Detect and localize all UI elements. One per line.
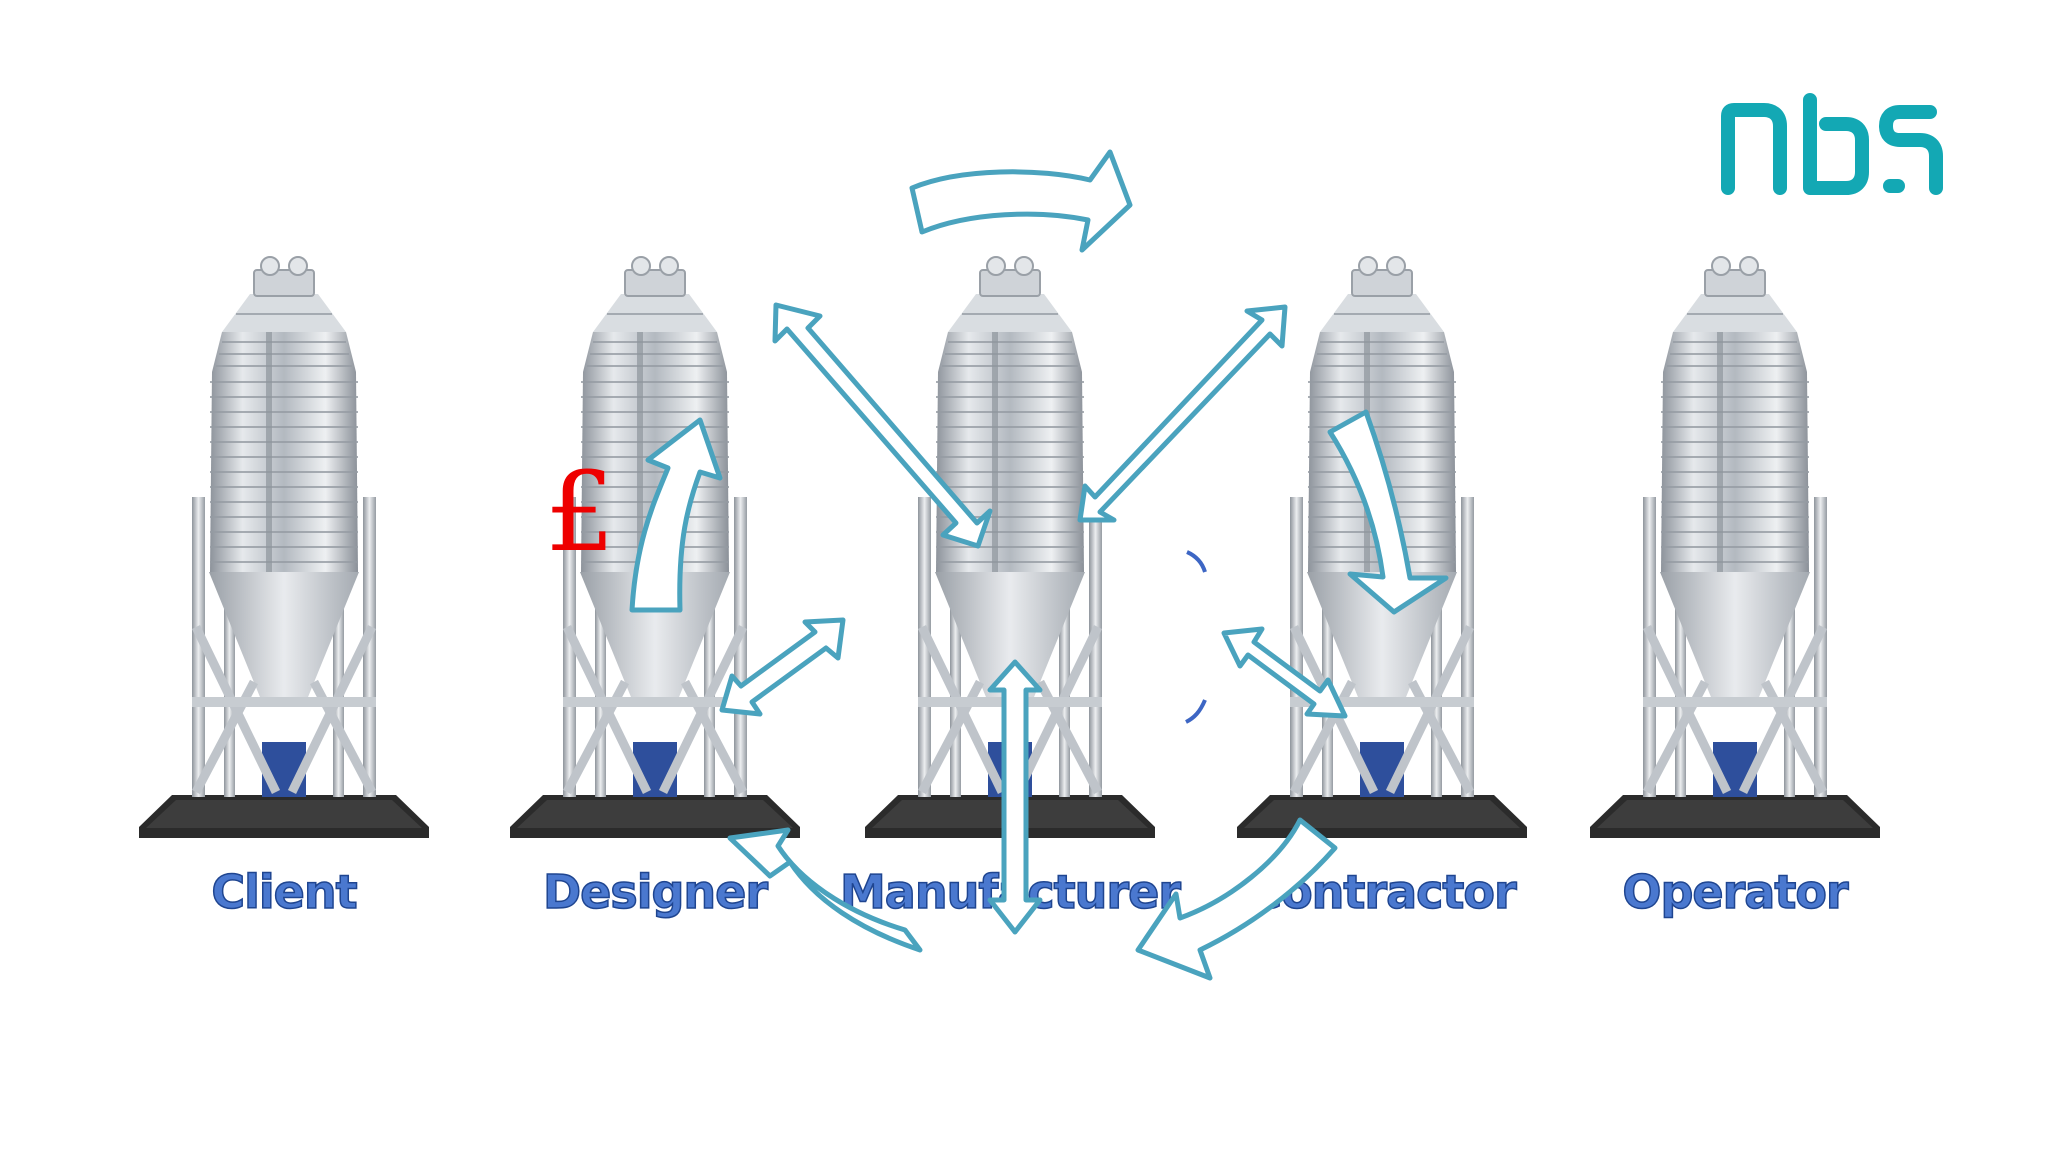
partial-arc-mark (1185, 550, 1207, 724)
curved-arrow-down-contractor (1327, 409, 1449, 615)
double-arrow-topright (1077, 304, 1288, 523)
label-designer: Designer (543, 865, 768, 919)
curved-arrow-bottom-right (1135, 817, 1338, 981)
curved-arrow-bottom-left (727, 827, 923, 953)
double-arrow-vertical (987, 659, 1043, 935)
nbs-logo-b (1803, 93, 1869, 195)
nbs-logo (1721, 93, 1943, 195)
silo-client (139, 257, 429, 838)
nbs-logo-n (1721, 103, 1787, 195)
label-operator: Operator (1622, 865, 1849, 919)
double-arrow-designer-manufacturer (719, 617, 846, 717)
nbs-logo-s (1879, 105, 1943, 195)
curved-arrow-up-designer (629, 417, 723, 613)
curved-arrow-top (909, 149, 1133, 253)
pound-icon: £ (545, 448, 615, 576)
label-client: Client (211, 865, 356, 919)
double-arrow-topleft (772, 302, 993, 549)
double-arrow-manufacturer-contractor (1221, 626, 1348, 719)
silo-operator (1590, 257, 1880, 838)
